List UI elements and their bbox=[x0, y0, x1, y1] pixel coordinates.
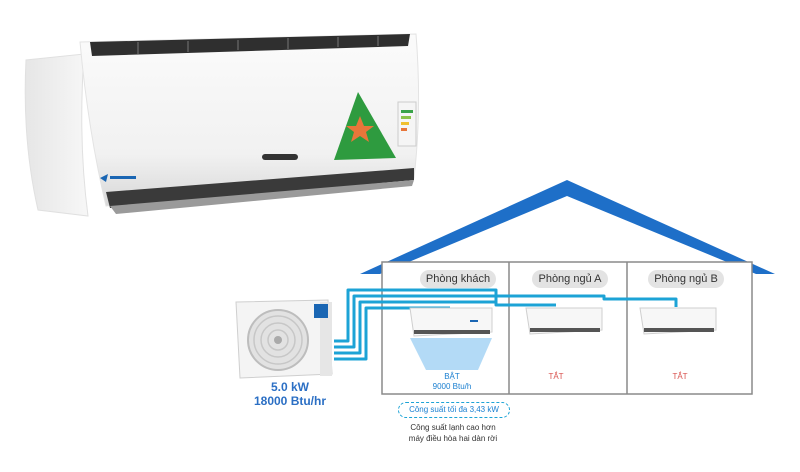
roof bbox=[360, 180, 775, 274]
outdoor-ac-unit-icon bbox=[235, 299, 333, 379]
indoor-ac-unit-icon bbox=[639, 307, 717, 335]
indoor-ac-unit-icon bbox=[24, 33, 420, 217]
status-living-capacity: 9000 Btu/h bbox=[432, 382, 472, 391]
indoor-ac-unit-icon bbox=[409, 307, 493, 337]
room-label-living: Phòng khách bbox=[420, 270, 496, 288]
brand-logo-icon bbox=[100, 174, 136, 182]
note-line-2: máy điều hòa hai dàn rời bbox=[408, 434, 498, 443]
indoor-ac-unit-icon bbox=[525, 307, 603, 335]
energy-star-badge-icon bbox=[334, 92, 396, 160]
status-living-on: BẬT bbox=[444, 372, 460, 381]
note-line-1: Công suất lạnh cao hơn bbox=[410, 423, 496, 432]
status-bedroom-b-off: TẮT bbox=[672, 372, 688, 381]
outdoor-capacity-btu: 18000 Btu/hr bbox=[253, 394, 327, 408]
outdoor-capacity-kw: 5.0 kW bbox=[270, 380, 309, 394]
status-bedroom-a-off: TẮT bbox=[548, 372, 564, 381]
refrigerant-pipes bbox=[334, 288, 678, 361]
room-label-bedroom-a: Phòng ngủ A bbox=[532, 270, 608, 288]
cool-air-stream bbox=[410, 338, 492, 370]
room-label-bedroom-b: Phòng ngủ B bbox=[648, 270, 724, 288]
max-capacity-badge: Công suất tối đa 3,43 kW bbox=[398, 402, 510, 418]
